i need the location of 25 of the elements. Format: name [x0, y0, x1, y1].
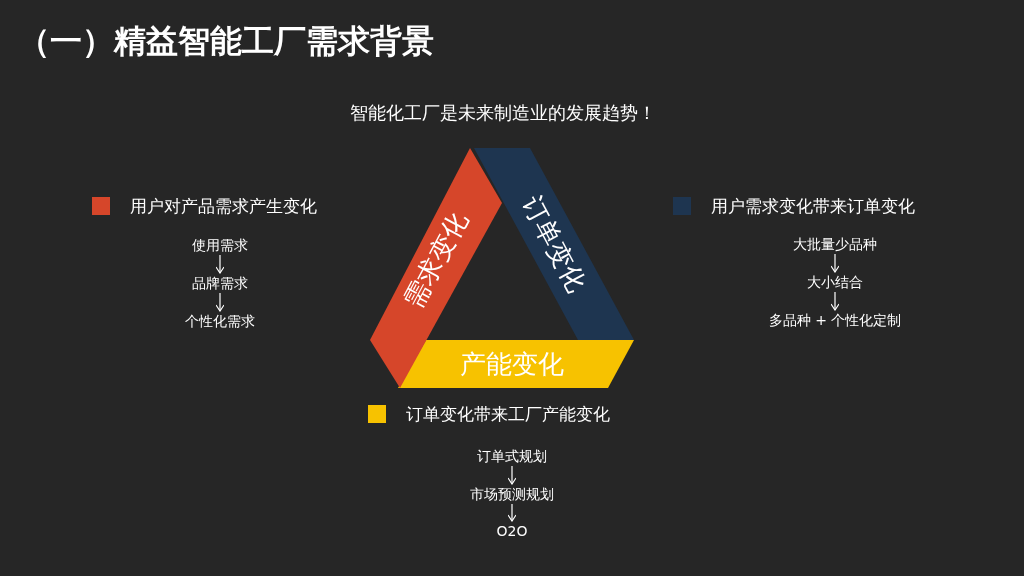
list-item-text: 大小结合 — [807, 273, 863, 291]
list-item-text: 大批量少品种 — [793, 235, 877, 253]
band-label: 需求变化 — [396, 205, 475, 315]
list-item-text: 使用需求 — [192, 236, 248, 254]
legend-text: 订单变化带来工厂产能变化 — [406, 402, 610, 426]
down-arrow — [507, 465, 517, 485]
triangle-band — [398, 340, 635, 388]
down-arrow — [507, 503, 517, 522]
subtitle-text: 智能化工厂是未来制造业的发展趋势！ — [350, 101, 656, 125]
down-arrow — [215, 292, 225, 312]
list-item-text: 市场预测规划 — [470, 485, 554, 503]
band-label: 订单变化 — [515, 189, 594, 299]
list-item-text: 订单式规划 — [477, 447, 547, 465]
legend-text: 用户对产品需求产生变化 — [130, 194, 317, 218]
down-arrow — [215, 254, 225, 274]
down-arrow — [830, 253, 840, 273]
list-item-text: 品牌需求 — [192, 274, 248, 292]
list-item-text: 个性化需求 — [185, 312, 255, 330]
slide-title: （一）精益智能工厂需求背景 — [18, 21, 434, 62]
legend-text: 用户需求变化带来订单变化 — [711, 194, 915, 218]
list-item-text: 多品种 + 个性化定制 — [768, 311, 902, 329]
band-label: 产能变化 — [460, 347, 564, 381]
triangle-band — [474, 148, 635, 340]
down-arrow — [830, 291, 840, 311]
list-item-text: O2O — [496, 522, 528, 540]
